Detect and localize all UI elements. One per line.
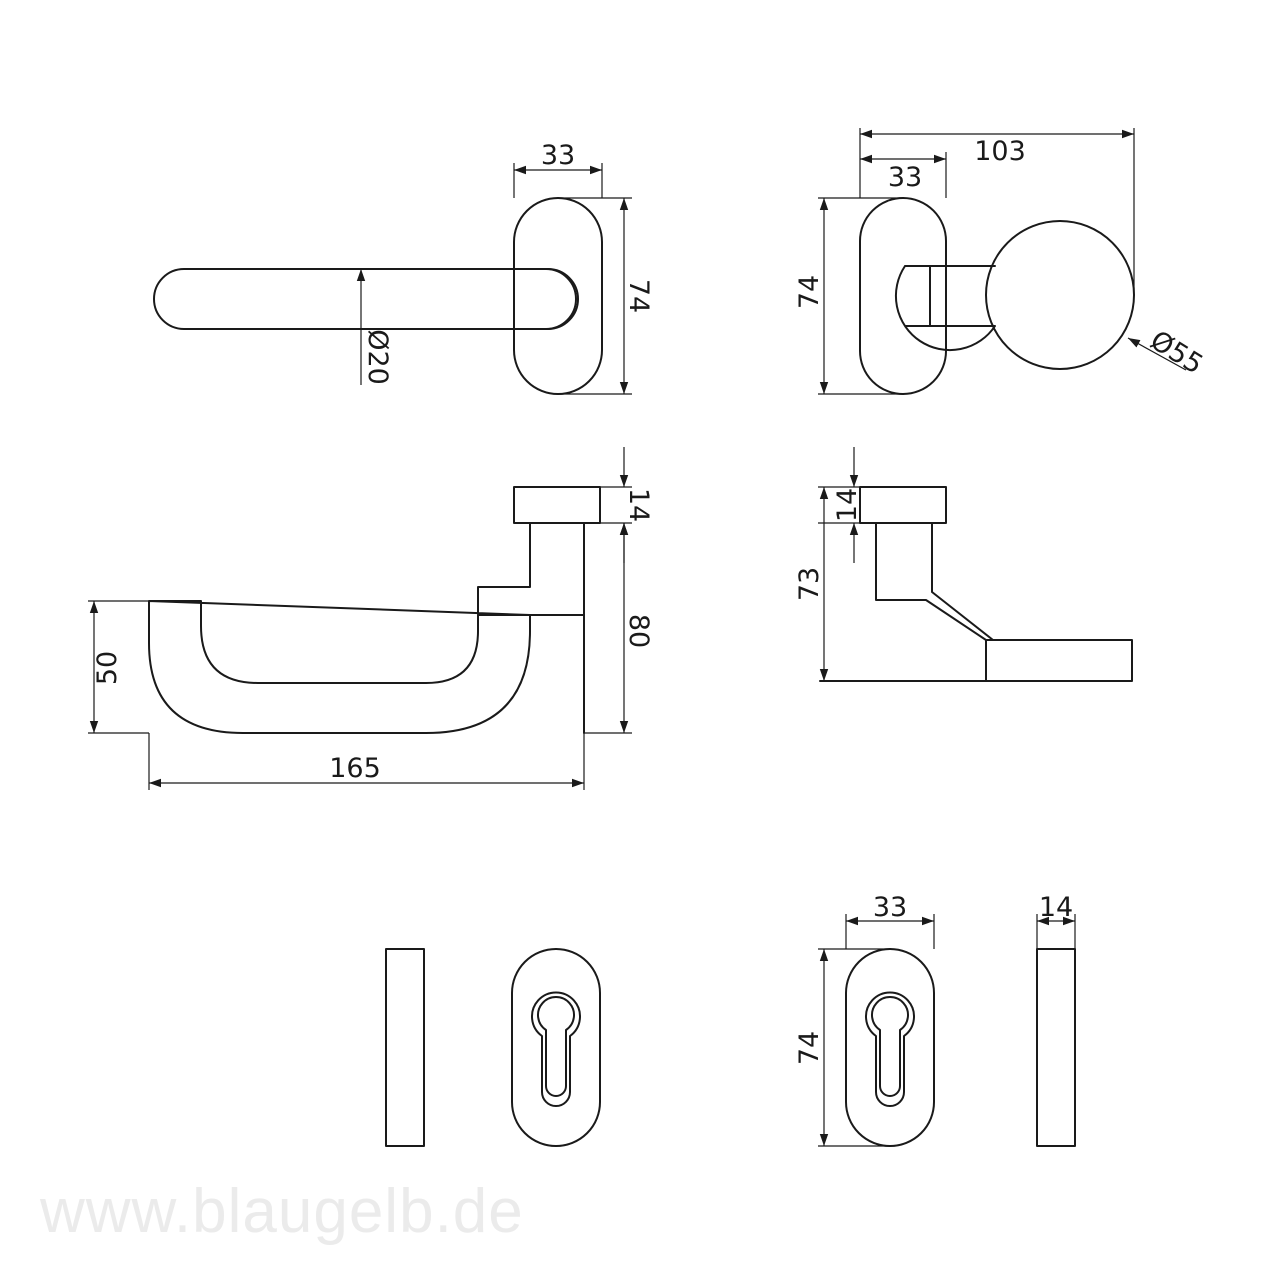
dim-line-d55: [1127, 337, 1187, 371]
side-lever-outline: [148, 522, 585, 734]
knob-side-view: 14 73: [794, 447, 1133, 682]
escutcheon-edge-2: [1036, 948, 1076, 1147]
keyhole-inner-2: [865, 991, 915, 1107]
dim-width-label-3: 33: [873, 892, 907, 923]
dim-diameter-label-2: Ø55: [1145, 325, 1209, 381]
escutcheon-side-left: [385, 948, 425, 1147]
dim-projection-label: 50: [92, 651, 123, 685]
knob-top-view: 103 33 74 Ø55: [794, 128, 1209, 395]
knob-side-body: [819, 522, 1133, 682]
lever-grip-outline: [153, 268, 577, 330]
escutcheon-edge: [385, 948, 425, 1147]
watermark: www.blaugelb.de: [39, 1177, 524, 1246]
dim-overall-label: 103: [974, 136, 1026, 167]
keyhole-inner: [531, 991, 581, 1107]
dim-height-label-4: 73: [794, 567, 825, 601]
dim-rose-label-2: 14: [832, 488, 863, 522]
dim-height-label-2: 74: [794, 275, 825, 309]
knob-ball-outline: [985, 220, 1135, 370]
dim-width-label: 33: [541, 140, 575, 171]
escutcheon-plate-2: [845, 948, 935, 1147]
knob-side-rose: [859, 486, 947, 524]
lever-rose-outline: [513, 197, 603, 395]
dim-width-label-2: 33: [888, 162, 922, 193]
escutcheon-front-dimensioned: 33 74: [794, 892, 935, 1147]
knob-rose-outline: [859, 197, 947, 395]
dim-rose-label: 14: [623, 488, 654, 522]
dim-length-label: 165: [329, 753, 381, 784]
lever-side-view: 14 80 50 165: [88, 447, 654, 790]
escutcheon-side-dimensioned: 14: [1036, 892, 1076, 1147]
dim-height-label-3: 80: [623, 614, 654, 648]
dim-height-label-5: 74: [794, 1031, 825, 1065]
lever-neck-outline: [513, 268, 579, 330]
dim-height-label: 74: [623, 279, 654, 313]
dim-diameter-label: Ø20: [362, 329, 393, 385]
dim-thickness-label: 14: [1039, 892, 1073, 923]
escutcheon-front-left: [511, 948, 601, 1147]
escutcheon-plate: [511, 948, 601, 1147]
lever-top-view: 33 74 Ø20: [153, 140, 654, 395]
side-rose-outline: [513, 486, 601, 524]
keyhole-cutout: [537, 996, 575, 1097]
keyhole-cutout-2: [871, 996, 909, 1097]
knob-neck-outline: [894, 265, 996, 352]
